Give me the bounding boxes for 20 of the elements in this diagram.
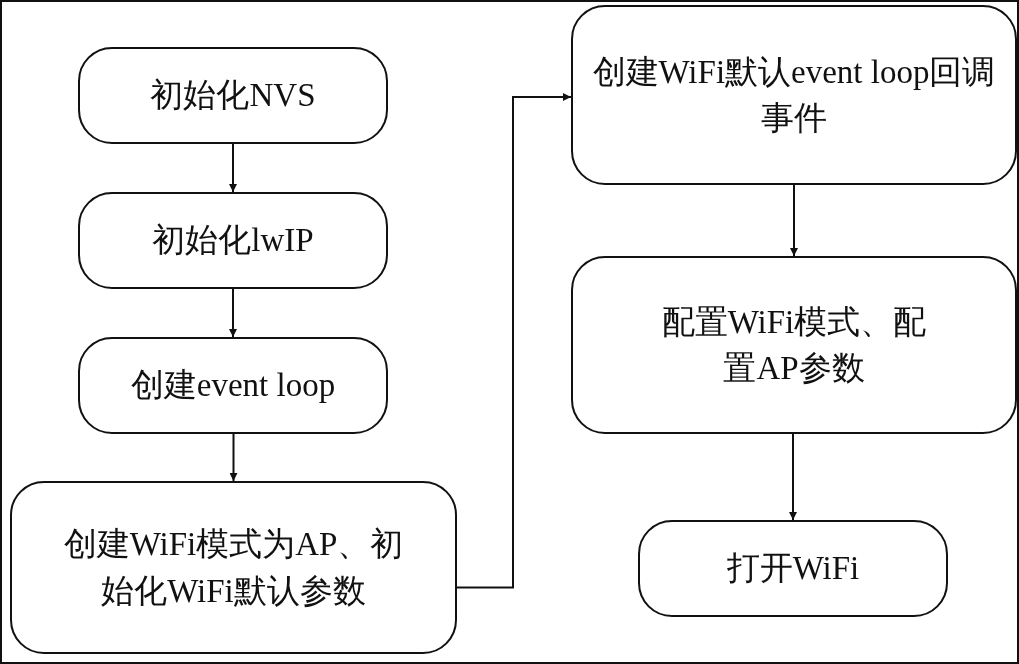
process-box <box>638 520 948 617</box>
process-box <box>571 256 1017 434</box>
process-box <box>571 5 1017 185</box>
arrow <box>229 288 237 338</box>
step-label: 打开WiFi <box>726 549 860 589</box>
step-label: 初始化lwIP <box>152 221 314 261</box>
arrow <box>229 433 238 482</box>
step-label: 配置WiFi模式、配置AP参数 <box>660 302 928 388</box>
arrow <box>456 93 572 589</box>
step-label: 创建event loop <box>130 366 336 406</box>
process-box <box>10 481 457 654</box>
arrow <box>790 184 798 257</box>
process-box <box>78 337 388 434</box>
step-label: 创建WiFi模式为AP、初始化WiFi默认参数 <box>62 525 405 611</box>
arrow <box>789 433 797 521</box>
process-box <box>78 47 388 144</box>
step-label: 初始化NVS <box>150 76 316 116</box>
process-box <box>78 192 388 289</box>
step-label: 创建WiFi默认event loop回调事件 <box>591 52 997 138</box>
arrow <box>229 143 237 193</box>
